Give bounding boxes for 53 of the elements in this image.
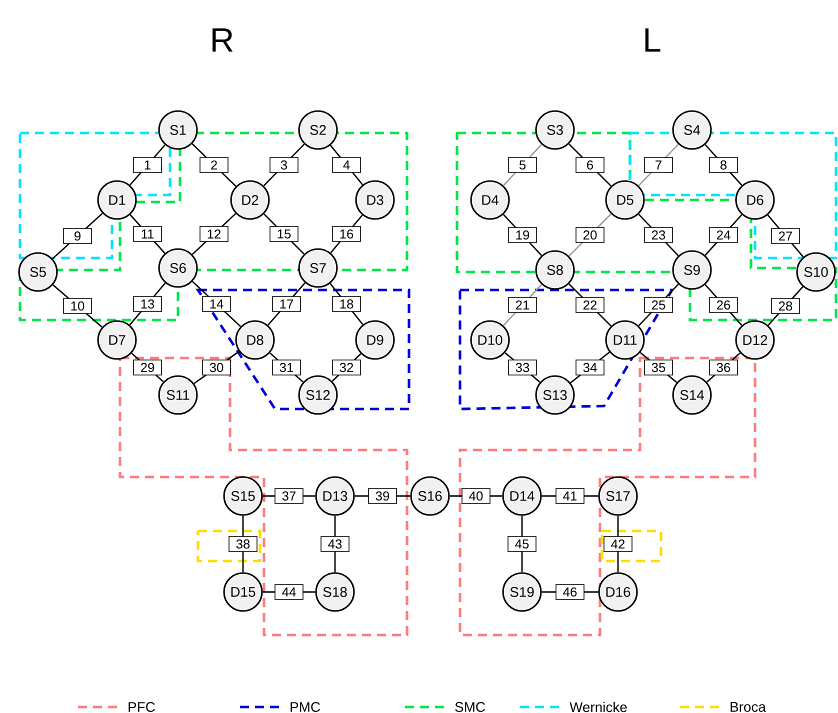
edge-label: 11 bbox=[133, 226, 162, 242]
edge-label: 24 bbox=[709, 227, 738, 243]
edge-label: 4 bbox=[332, 157, 361, 173]
edge-label: 1 bbox=[133, 157, 162, 173]
legend-label: Broca bbox=[730, 702, 766, 712]
hemisphere-label: L bbox=[645, 28, 660, 52]
edge-label: 33 bbox=[508, 360, 537, 376]
edge-label: 30 bbox=[202, 360, 231, 376]
edge-label: 41 bbox=[556, 488, 584, 504]
edge-label: 20 bbox=[576, 227, 604, 243]
edge-label: 40 bbox=[462, 488, 490, 504]
legend-label: PMC bbox=[290, 702, 320, 712]
edge-label: 27 bbox=[771, 228, 800, 244]
edge-label: 9 bbox=[63, 228, 92, 244]
edge-label: 19 bbox=[508, 227, 537, 243]
edge-label: 12 bbox=[200, 226, 228, 242]
edge-label: 44 bbox=[274, 584, 304, 600]
edge-label: 5 bbox=[508, 157, 537, 173]
edge-label: 43 bbox=[320, 536, 350, 552]
edge-label: 6 bbox=[576, 157, 604, 173]
hemisphere-label: R bbox=[212, 28, 233, 52]
edge-label: 38 bbox=[228, 536, 258, 552]
edge-label: 45 bbox=[508, 536, 536, 552]
edge-label: 37 bbox=[274, 488, 304, 504]
edge-label: 14 bbox=[202, 296, 231, 312]
edge-label: 29 bbox=[133, 360, 162, 376]
legend-label: Wernicke bbox=[570, 702, 627, 712]
edge-label: 46 bbox=[556, 584, 584, 600]
edge-label: 35 bbox=[644, 360, 673, 376]
edge-label: 17 bbox=[272, 296, 301, 312]
edge-label: 34 bbox=[576, 360, 604, 376]
edge-label: 2 bbox=[200, 157, 228, 173]
legend-label: PFC bbox=[128, 702, 155, 712]
edge-label: 21 bbox=[508, 297, 537, 313]
edge-label: 36 bbox=[709, 360, 738, 376]
edge-label: 22 bbox=[576, 297, 604, 313]
edge-label: 25 bbox=[644, 297, 673, 313]
edge-label: 32 bbox=[332, 360, 361, 376]
edge-label: 8 bbox=[709, 157, 738, 173]
edge-label: 13 bbox=[133, 296, 162, 312]
edge-label: 39 bbox=[368, 488, 397, 504]
edge-label: 26 bbox=[709, 297, 738, 313]
legend-label: SMC bbox=[455, 702, 485, 712]
edge-label: 28 bbox=[771, 298, 800, 314]
edge-label: 3 bbox=[270, 157, 298, 173]
edge-label: 15 bbox=[270, 226, 298, 242]
edge-label: 31 bbox=[272, 360, 301, 376]
edge-label: 23 bbox=[644, 227, 673, 243]
edge-label: 16 bbox=[332, 226, 361, 242]
edge-label: 42 bbox=[604, 536, 632, 552]
edge-label: 7 bbox=[644, 157, 673, 173]
edge-label: 10 bbox=[63, 298, 92, 314]
edge-label: 18 bbox=[332, 296, 361, 312]
